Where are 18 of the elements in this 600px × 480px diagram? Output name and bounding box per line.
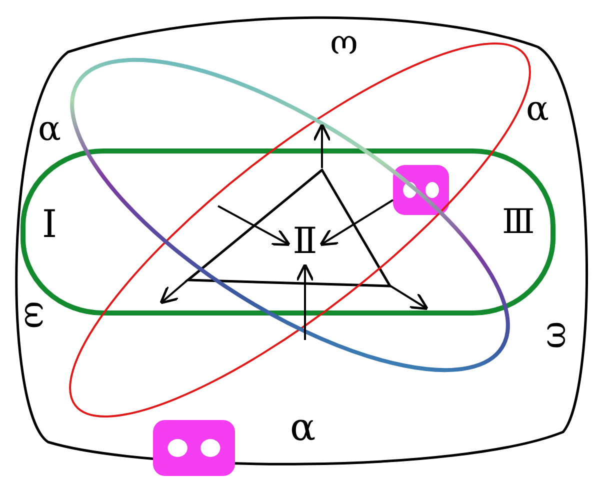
triangle-shape bbox=[186, 168, 392, 288]
arrow bbox=[389, 284, 429, 310]
glyph-label: α bbox=[290, 408, 316, 446]
glyph-label: ω bbox=[536, 321, 571, 349]
infinity-icon bbox=[153, 420, 235, 476]
arrow bbox=[218, 205, 291, 246]
glyph-label: α bbox=[38, 112, 61, 146]
glyph-label: ω bbox=[330, 30, 358, 64]
arrow bbox=[296, 263, 314, 340]
arrow bbox=[160, 278, 189, 304]
arrow bbox=[312, 123, 332, 168]
arrow bbox=[319, 199, 394, 246]
infinity-icon bbox=[393, 165, 449, 215]
roman-numeral: Ⅱ bbox=[288, 222, 322, 266]
glyph-label: ω bbox=[18, 301, 53, 329]
glyph-label: α bbox=[526, 92, 549, 126]
glyph-label: Ⅲ bbox=[502, 205, 535, 239]
glyph-label: Ⅰ bbox=[42, 205, 58, 243]
